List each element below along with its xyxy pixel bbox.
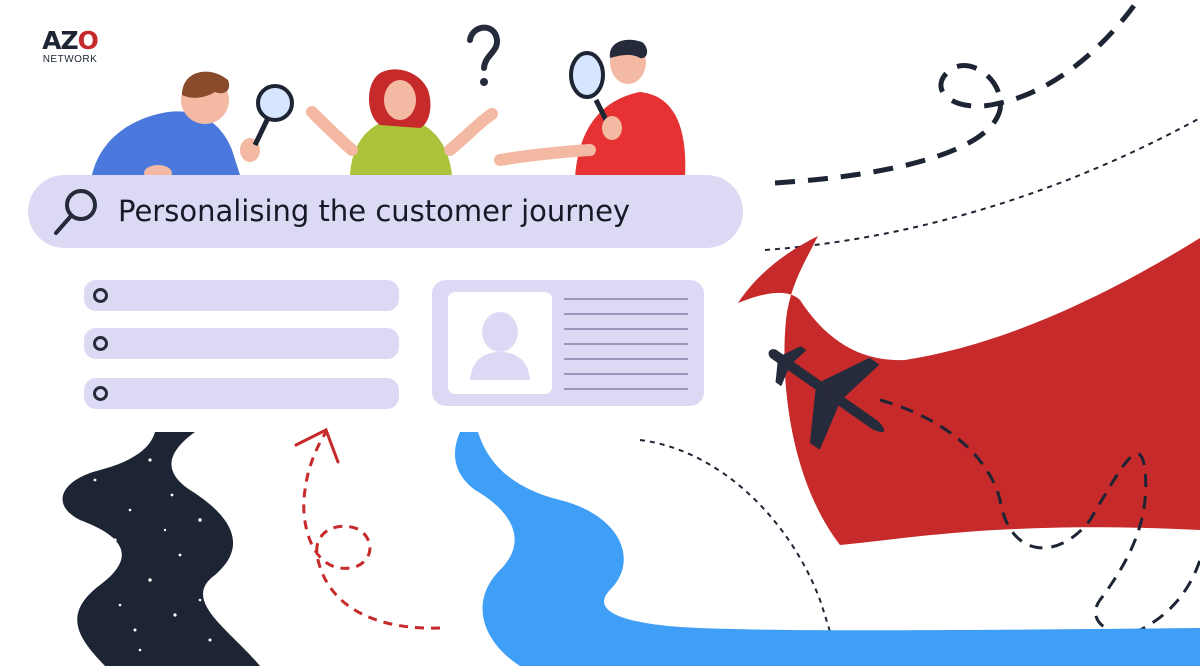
search-icon: [54, 189, 97, 235]
profile-text-line: [564, 298, 688, 300]
logo-wordmark: AZO: [42, 26, 99, 55]
result-row-1[interactable]: [84, 280, 399, 311]
profile-text-line: [564, 373, 688, 375]
profile-text-line: [564, 388, 688, 390]
profile-card[interactable]: [432, 280, 704, 406]
profile-text-line: [564, 343, 688, 345]
azo-network-logo[interactable]: AZO NETWORK: [34, 28, 106, 70]
red-dashed-arrow-path: [302, 431, 441, 630]
profile-text-line: [564, 358, 688, 360]
dotted-flight-path-top: [764, 117, 1200, 251]
dashed-loop-path: [774, 0, 1141, 186]
road-stars: [93, 458, 212, 652]
radio-button-icon[interactable]: [93, 336, 108, 351]
search-bar[interactable]: Personalising the customer journey: [28, 175, 743, 248]
magnifier-icon: [252, 84, 294, 147]
logo-subtitle: NETWORK: [42, 54, 98, 65]
result-row-2[interactable]: [84, 328, 399, 359]
red-wave-shape: [738, 236, 1200, 545]
user-avatar-icon: [470, 312, 530, 380]
profile-photo: [448, 292, 552, 394]
starry-road: [62, 432, 260, 666]
result-row-3[interactable]: [84, 378, 399, 409]
search-query-text: Personalising the customer journey: [118, 194, 631, 228]
question-mark-icon: [467, 24, 500, 86]
airplane-icon: [768, 346, 885, 450]
dashed-flight-trail: [879, 398, 1200, 635]
profile-text-line: [564, 328, 688, 330]
magnifier-icon-2: [569, 51, 613, 130]
person-shrugging: [306, 69, 498, 175]
blue-river: [455, 432, 1200, 666]
person-blue-sweater: [92, 71, 294, 181]
red-arrow-head: [294, 427, 340, 464]
radio-button-icon[interactable]: [93, 386, 108, 401]
person-red-shirt: [494, 39, 686, 178]
profile-text-line: [564, 313, 688, 315]
radio-button-icon[interactable]: [93, 288, 108, 303]
